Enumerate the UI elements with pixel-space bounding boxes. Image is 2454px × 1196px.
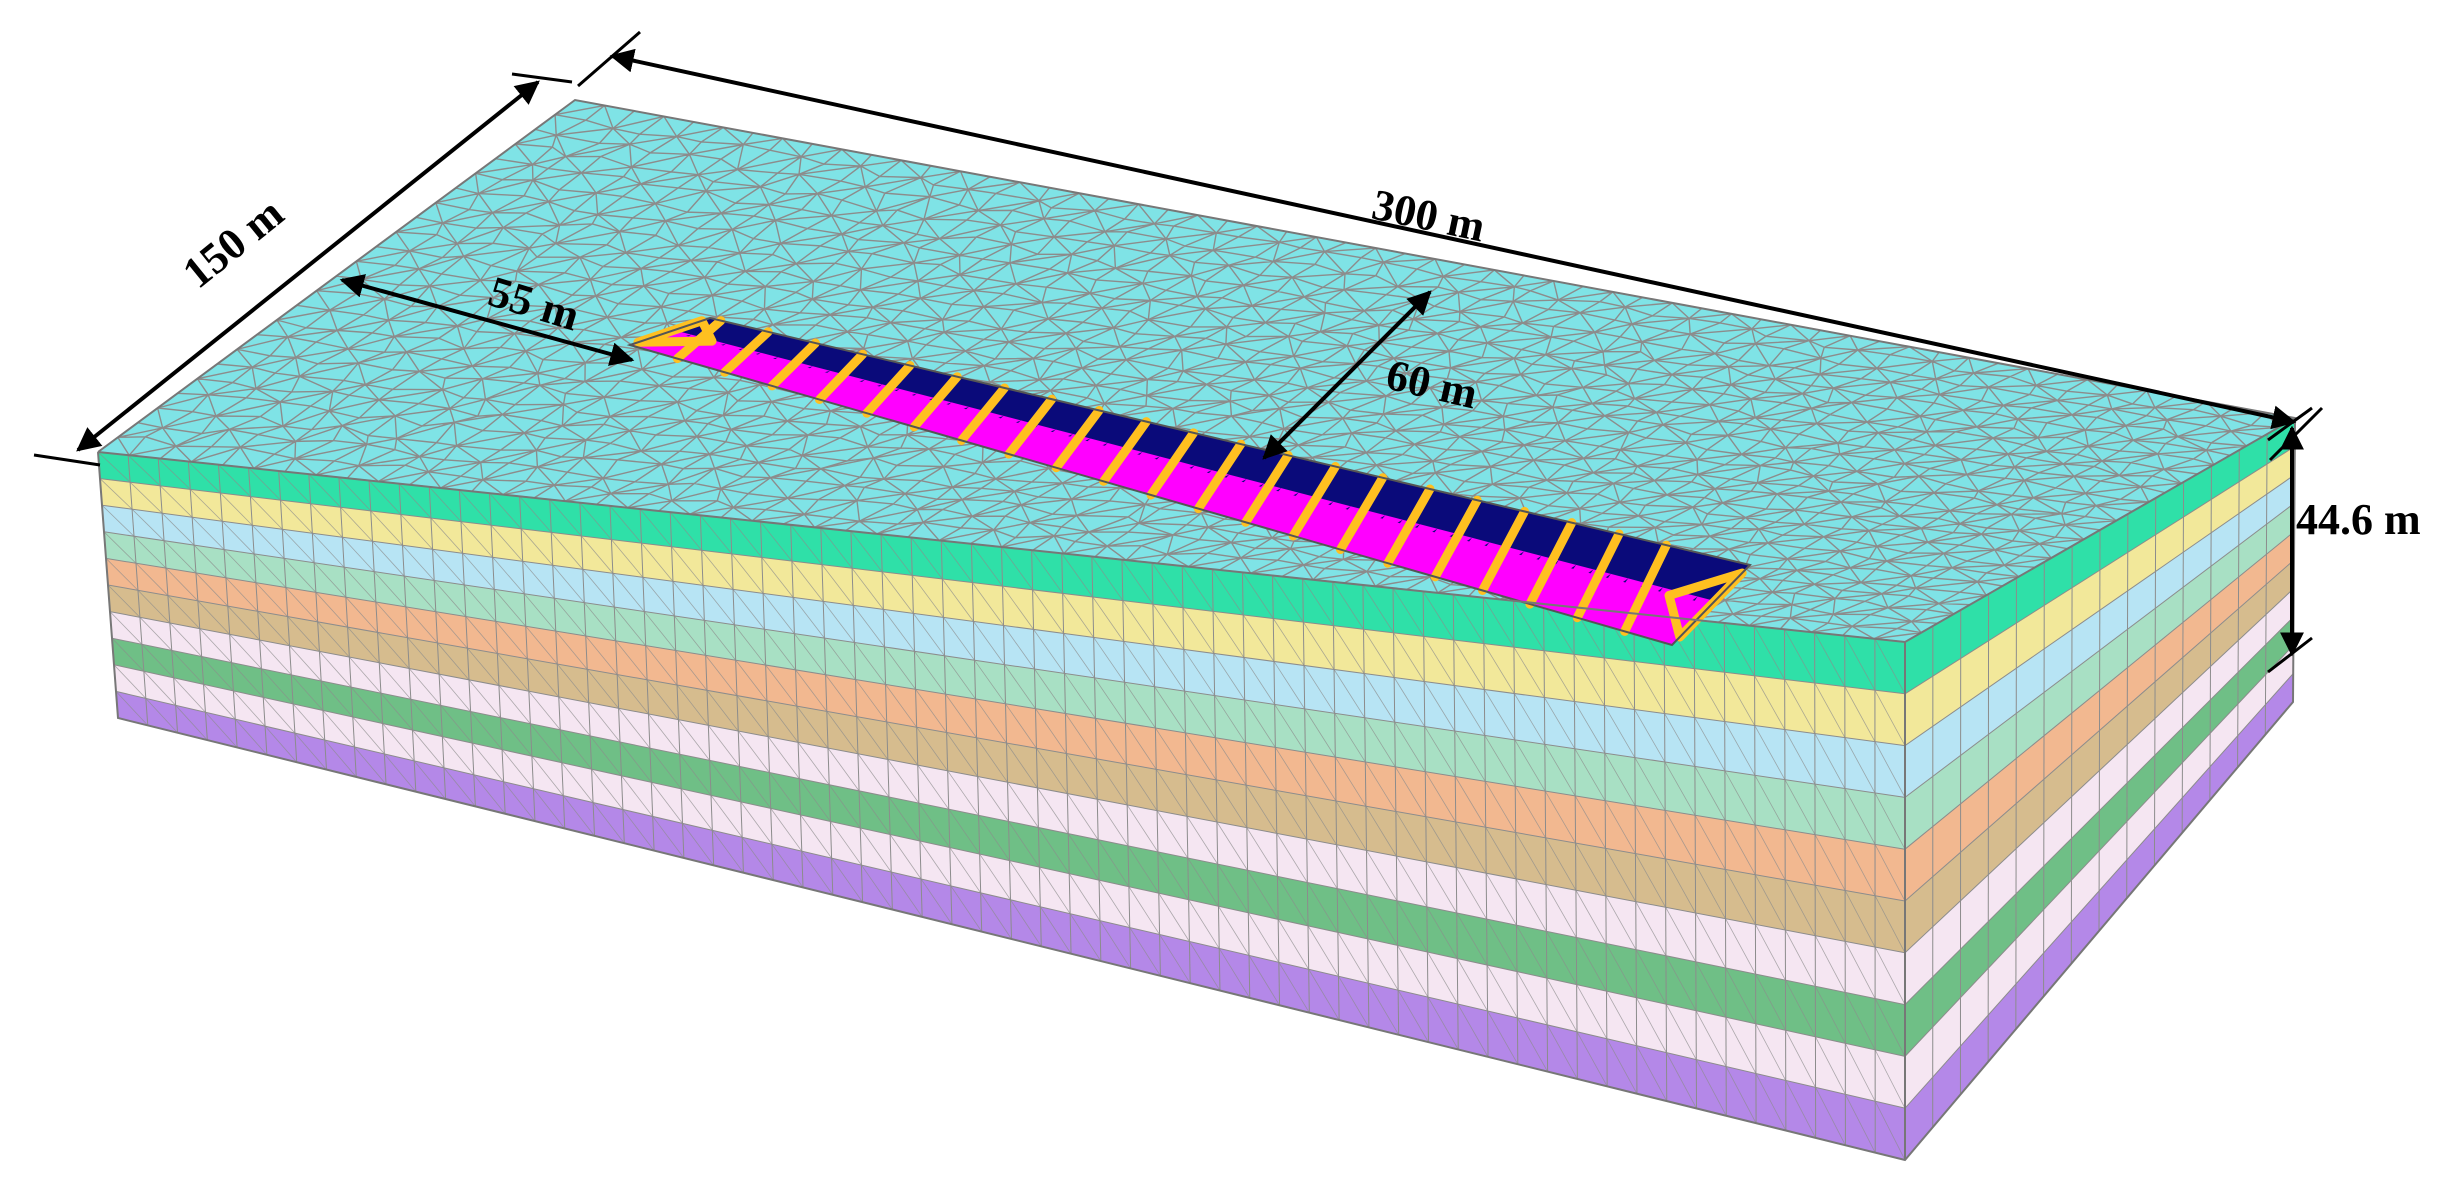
right-face (1905, 418, 2295, 1160)
dimension-depth: 44.6 m (2267, 406, 2421, 674)
front-face (98, 452, 1905, 1160)
dimension-depth-label: 44.6 m (2296, 495, 2421, 544)
dimension-width-label: 150 m (173, 188, 292, 298)
dimension-length-label: 300 m (1368, 180, 1489, 252)
